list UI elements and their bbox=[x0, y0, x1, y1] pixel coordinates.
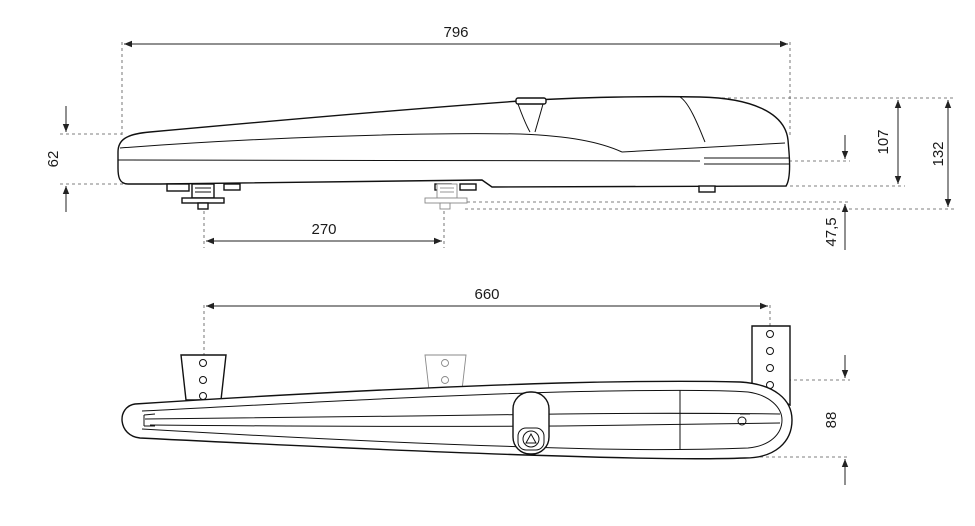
dimension-bracket-spacing: 270 bbox=[206, 221, 442, 245]
mounting-bracket-right-side bbox=[424, 183, 468, 210]
dimension-height-right-inner: 107 bbox=[875, 100, 902, 184]
dimension-length-top: 660 bbox=[206, 286, 768, 310]
dim-label-62: 62 bbox=[45, 151, 62, 168]
mounting-bracket-left-side bbox=[181, 183, 225, 210]
mounting-plate-middle-top bbox=[424, 354, 467, 391]
dimension-offset-bottom: 47,5 bbox=[823, 135, 849, 250]
dim-label-47-5: 47,5 bbox=[823, 217, 840, 246]
top-view: 660 88 bbox=[121, 286, 850, 485]
dim-label-107: 107 bbox=[875, 129, 892, 154]
dim-label-660: 660 bbox=[474, 286, 499, 303]
dimension-length-side: 796 bbox=[124, 24, 788, 48]
operator-body-top bbox=[121, 380, 793, 460]
mounting-plate-left-top bbox=[180, 354, 227, 401]
dim-label-132: 132 bbox=[930, 141, 947, 166]
dim-label-88: 88 bbox=[823, 412, 840, 429]
dimension-height-top: 88 bbox=[823, 355, 849, 485]
operator-body-side bbox=[117, 95, 791, 193]
dim-label-270: 270 bbox=[311, 221, 336, 238]
side-view: 796 62 107 132 47,5 270 bbox=[45, 24, 955, 250]
dimension-height-right-outer: 132 bbox=[930, 100, 952, 207]
dimension-height-left: 62 bbox=[45, 106, 70, 212]
dim-label-796: 796 bbox=[443, 24, 468, 41]
